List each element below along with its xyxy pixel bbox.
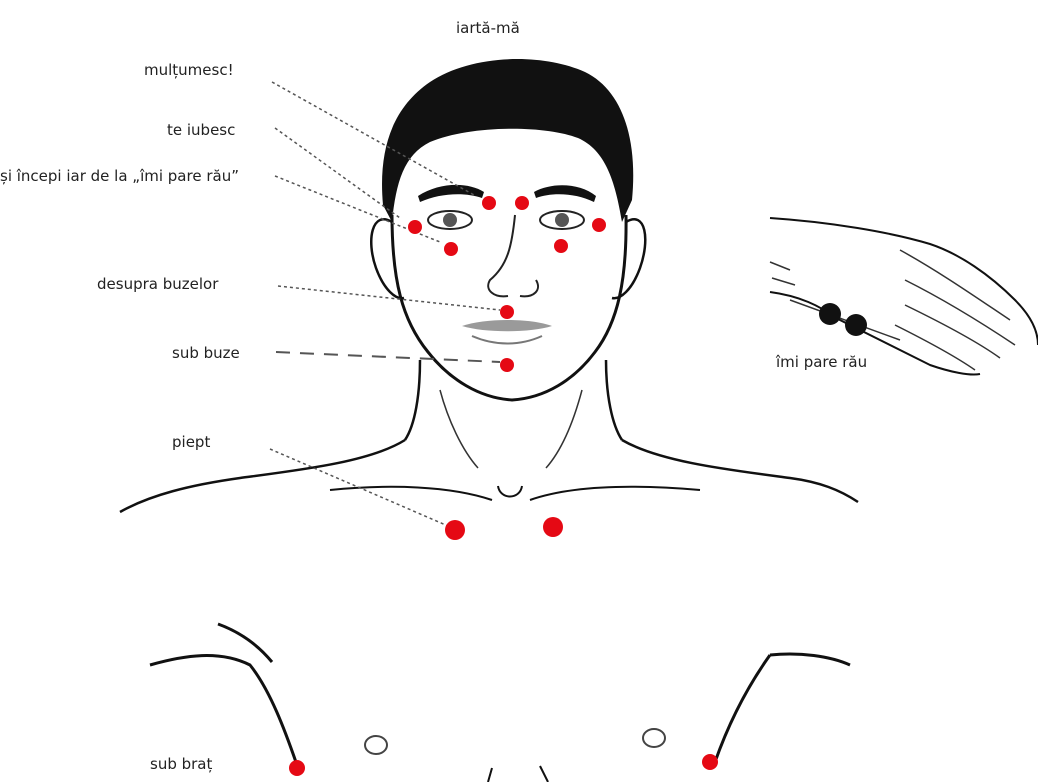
right-eyebrow <box>534 185 596 202</box>
bead-2 <box>845 314 867 336</box>
leader-below-lips <box>276 352 500 362</box>
label-above-lips: desupra buzelor <box>97 274 218 294</box>
point-chest-right <box>543 517 563 537</box>
right-arm-outer <box>770 654 850 665</box>
label-below-lips: sub buze <box>172 343 240 363</box>
bead-1 <box>819 303 841 325</box>
label-restart: și începi iar de la „îmi pare rău” <box>0 166 262 186</box>
label-chest: piept <box>172 432 210 452</box>
right-arm-inner <box>715 655 770 762</box>
points <box>289 196 718 776</box>
sternal-notch <box>498 486 522 497</box>
left-eyebrow <box>418 185 484 202</box>
point-below-lips <box>500 358 514 372</box>
lower-lip <box>472 336 542 344</box>
point-above-lips <box>500 305 514 319</box>
midline-left <box>488 768 492 782</box>
label-love: te iubesc <box>167 120 235 140</box>
point-eye-outer-left <box>408 220 422 234</box>
right-clavicle <box>530 487 700 500</box>
right-shoulder <box>622 440 858 502</box>
point-under-eye-right <box>554 239 568 253</box>
neck-right <box>606 360 622 440</box>
nose <box>488 215 538 296</box>
left-shoulder <box>120 440 405 512</box>
point-chest-left <box>445 520 465 540</box>
right-nipple <box>643 729 665 747</box>
label-hand: îmi pare rău <box>776 352 867 372</box>
right-iris <box>555 213 569 227</box>
label-under-arm: sub braț <box>150 754 212 774</box>
label-forgive-me: iartă-mă <box>456 18 520 38</box>
hand-wrist <box>770 262 795 285</box>
leader-lines <box>270 82 500 526</box>
neck-muscle-left <box>440 390 478 468</box>
neck-left <box>405 360 420 440</box>
leader-love <box>275 128 400 218</box>
left-clavicle <box>330 487 492 500</box>
neck-muscle-right <box>546 390 582 468</box>
bracelet-string <box>790 300 900 340</box>
hand-fingers <box>895 250 1015 370</box>
left-nipple <box>365 736 387 754</box>
left-arm-inner <box>150 656 298 768</box>
left-iris <box>443 213 457 227</box>
point-underarm-right <box>702 754 718 770</box>
point-underarm-left <box>289 760 305 776</box>
mouth <box>462 320 552 331</box>
right-ear <box>612 219 645 298</box>
point-under-eye-left <box>444 242 458 256</box>
label-thanks: mulțumesc! <box>144 60 234 80</box>
point-brow-right <box>515 196 529 210</box>
point-brow-left <box>482 196 496 210</box>
point-eye-outer-right <box>592 218 606 232</box>
midline-right <box>540 766 548 782</box>
